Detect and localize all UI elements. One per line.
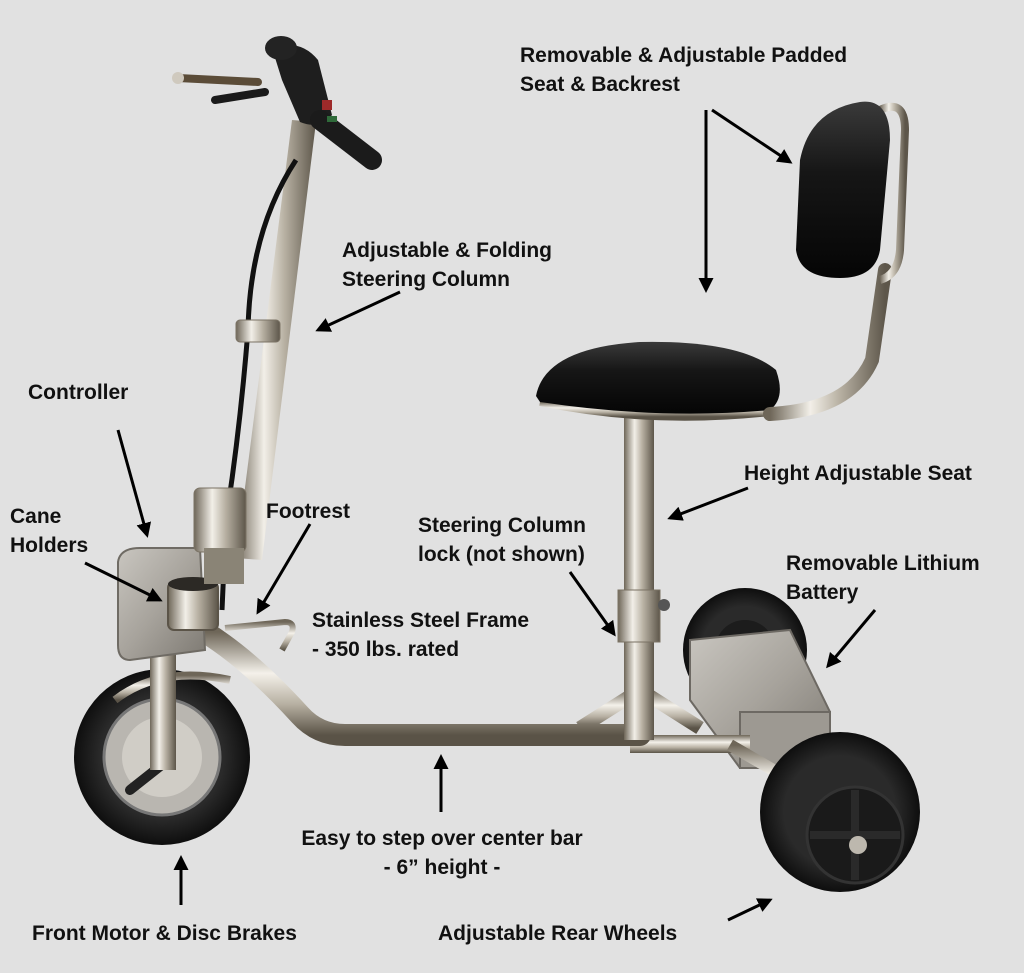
annotation-arrows bbox=[84, 108, 877, 922]
label-front-motor: Front Motor & Disc Brakes bbox=[32, 922, 297, 945]
arrow-rear-wheels bbox=[727, 898, 773, 922]
controller-box bbox=[117, 547, 207, 662]
seat bbox=[536, 341, 780, 421]
steering-column bbox=[193, 120, 316, 611]
rear-wheel-near bbox=[760, 732, 920, 892]
label-steering-lock: Steering Column lock (not shown) bbox=[418, 514, 587, 566]
label-rear-wheels: Adjustable Rear Wheels bbox=[438, 922, 678, 945]
cane-holder bbox=[167, 577, 219, 631]
arrow-height-seat bbox=[667, 486, 749, 521]
arrow-steering-lock bbox=[568, 571, 616, 637]
arrow-steering-column bbox=[315, 290, 401, 332]
handlebar bbox=[172, 36, 382, 170]
label-footrest: Footrest bbox=[266, 500, 350, 523]
seat-post bbox=[624, 410, 654, 740]
label-battery: Removable Lithium Battery bbox=[786, 552, 980, 604]
arrow-controller bbox=[116, 429, 152, 538]
arrow-backrest bbox=[711, 108, 793, 164]
label-cane-holders: Cane Holders bbox=[10, 505, 89, 557]
label-center-bar: Easy to step over center bar - 6” height… bbox=[301, 827, 583, 879]
label-frame: Stainless Steel Frame - 350 lbs. rated bbox=[312, 609, 530, 661]
label-height-seat: Height Adjustable Seat bbox=[744, 462, 972, 485]
label-steering-column: Adjustable & Folding Steering Column bbox=[342, 239, 552, 291]
label-controller: Controller bbox=[28, 381, 129, 404]
center-bar bbox=[194, 621, 651, 746]
label-seat-backrest: Removable & Adjustable Padded Seat & Bac… bbox=[520, 44, 848, 96]
arrow-footrest bbox=[256, 523, 312, 615]
arrow-battery bbox=[826, 609, 877, 669]
backrest-support bbox=[763, 263, 892, 421]
footrest bbox=[224, 618, 296, 652]
backrest bbox=[796, 101, 910, 284]
arrow-cane-holders bbox=[84, 561, 163, 602]
